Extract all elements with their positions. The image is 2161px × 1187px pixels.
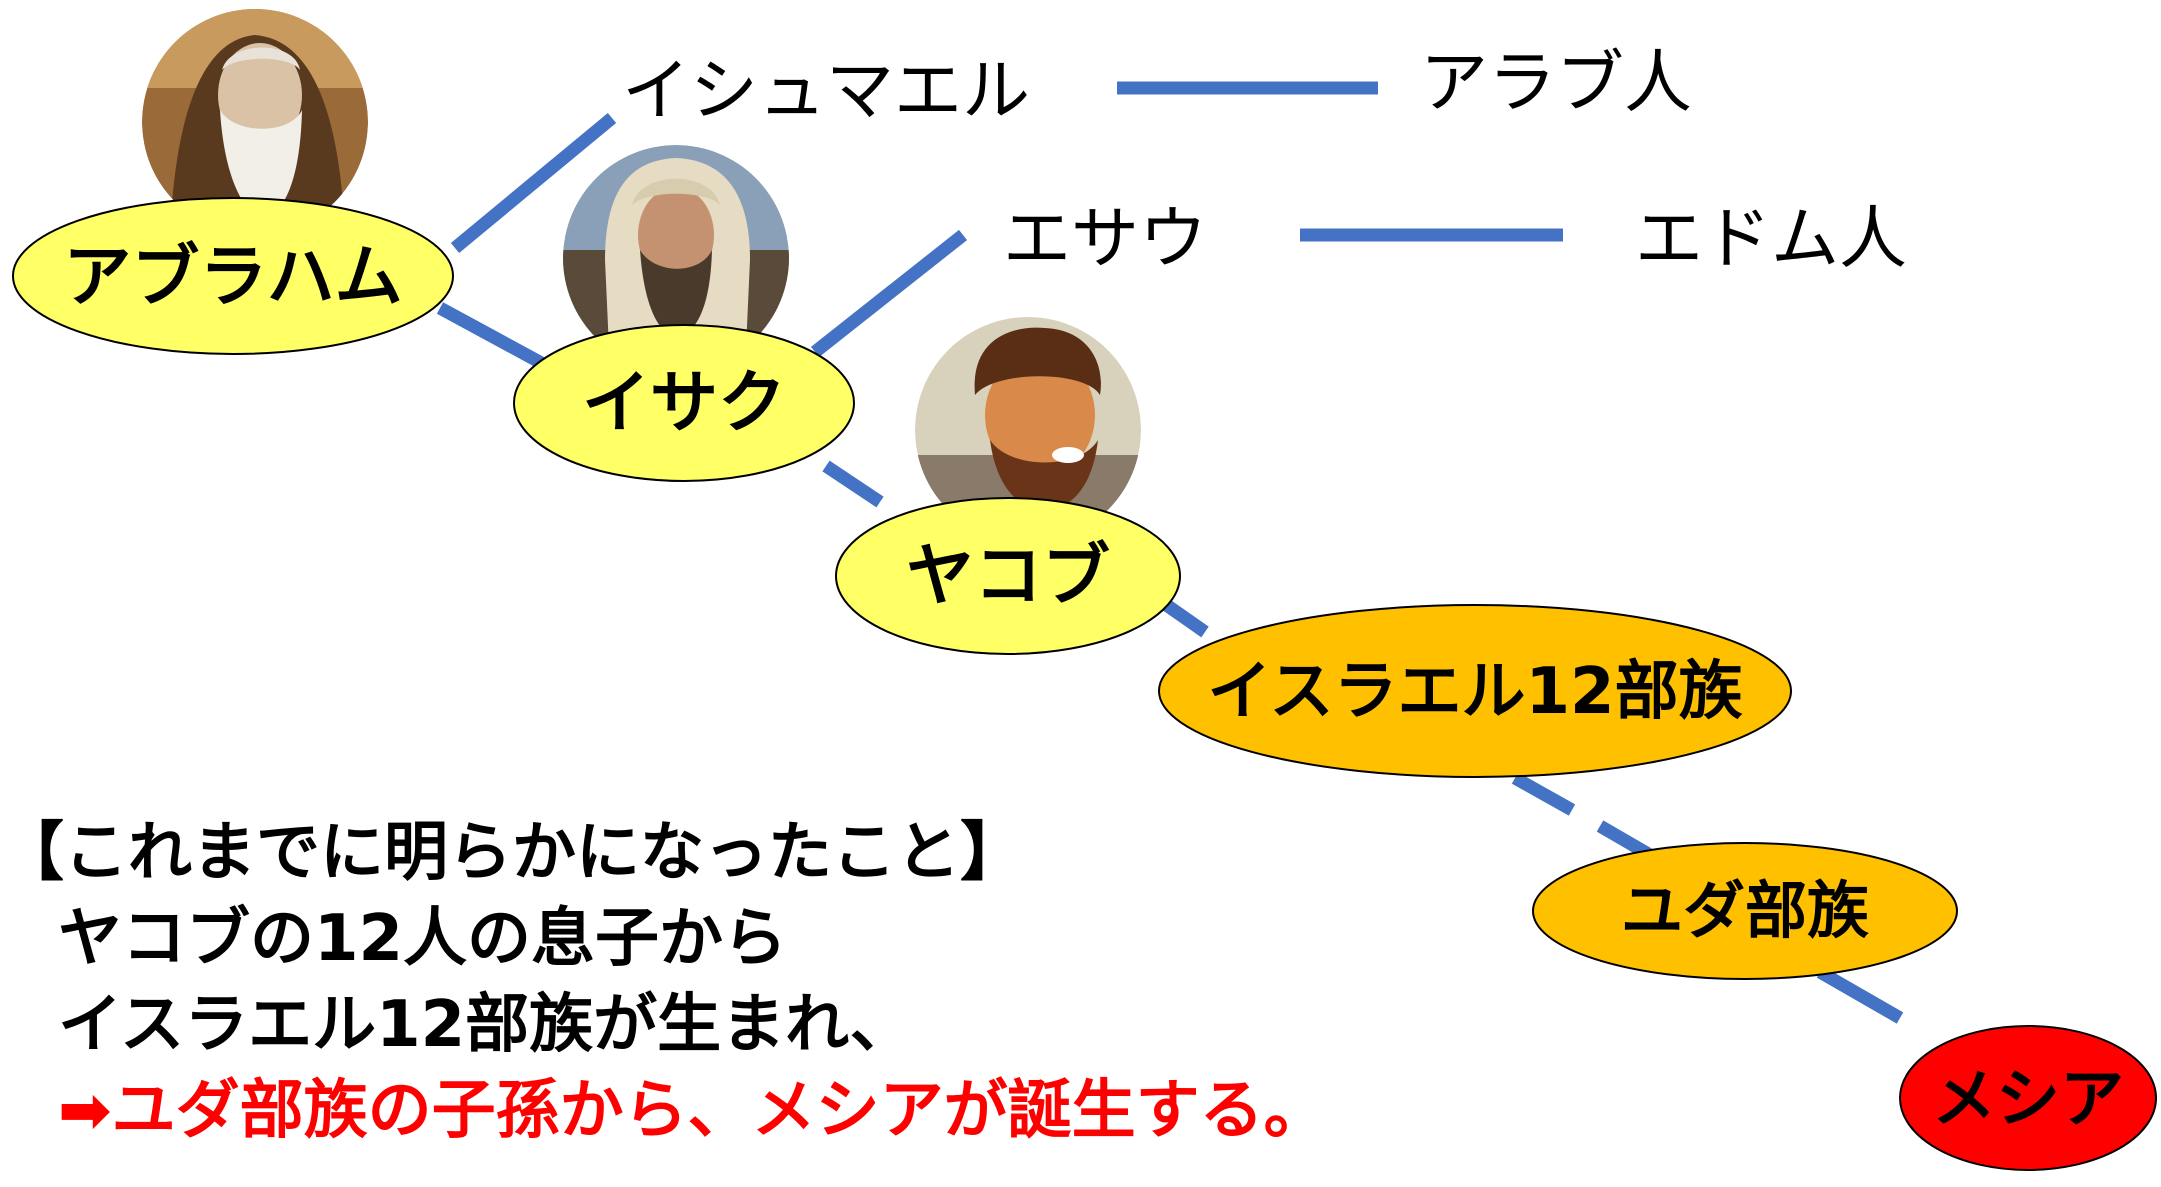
node-isaac: イサク: [513, 324, 855, 482]
node-abraham-label: アブラハム: [63, 238, 402, 317]
node-messiah: メシア: [1899, 1025, 2157, 1171]
node-jacob: ヤコブ: [835, 497, 1181, 655]
node-abraham: アブラハム: [12, 197, 454, 355]
summary-block: 【これまでに明らかになったこと】 ヤコブの12人の息子から イスラエル12部族が…: [0, 810, 1700, 1154]
line-isaac-jacob: [822, 460, 884, 508]
line-tribes-judah-1: [1511, 772, 1576, 816]
node-twelve-tribes-label: イスラエル12部族: [1207, 655, 1742, 729]
branch-esau-label: エサウ: [1003, 200, 1207, 279]
node-twelve-tribes: イスラエル12部族: [1158, 604, 1792, 778]
line-abraham-isaac: [436, 302, 549, 371]
connector-lines: [436, 81, 1904, 1024]
branch-edom-label: エドム人: [1635, 200, 1907, 279]
jacob-portrait: [915, 317, 1141, 543]
line-jacob-tribes: [1161, 598, 1209, 638]
summary-line-2: イスラエル12部族が生まれ、: [58, 988, 914, 1062]
summary-heading: 【これまでに明らかになったこと】: [0, 816, 1024, 890]
node-judah: ユダ部族: [1532, 842, 1958, 980]
node-messiah-label: メシア: [1932, 1063, 2124, 1137]
branch-ishmael-label: イシュマエル: [622, 52, 1030, 131]
branch-arab-label: アラブ人: [1420, 44, 1692, 123]
line-abraham-ishmael: [450, 112, 617, 254]
node-judah-label: ユダ部族: [1621, 874, 1869, 947]
node-isaac-label: イサク: [582, 364, 786, 443]
summary-conclusion: ➡ユダ部族の子孫から、メシアが誕生する。: [58, 1074, 1328, 1148]
summary-line-1: ヤコブの12人の息子から: [58, 902, 788, 976]
line-isaac-esau: [810, 229, 968, 358]
line-judah-messiah: [1816, 966, 1904, 1024]
node-jacob-label: ヤコブ: [906, 537, 1110, 616]
